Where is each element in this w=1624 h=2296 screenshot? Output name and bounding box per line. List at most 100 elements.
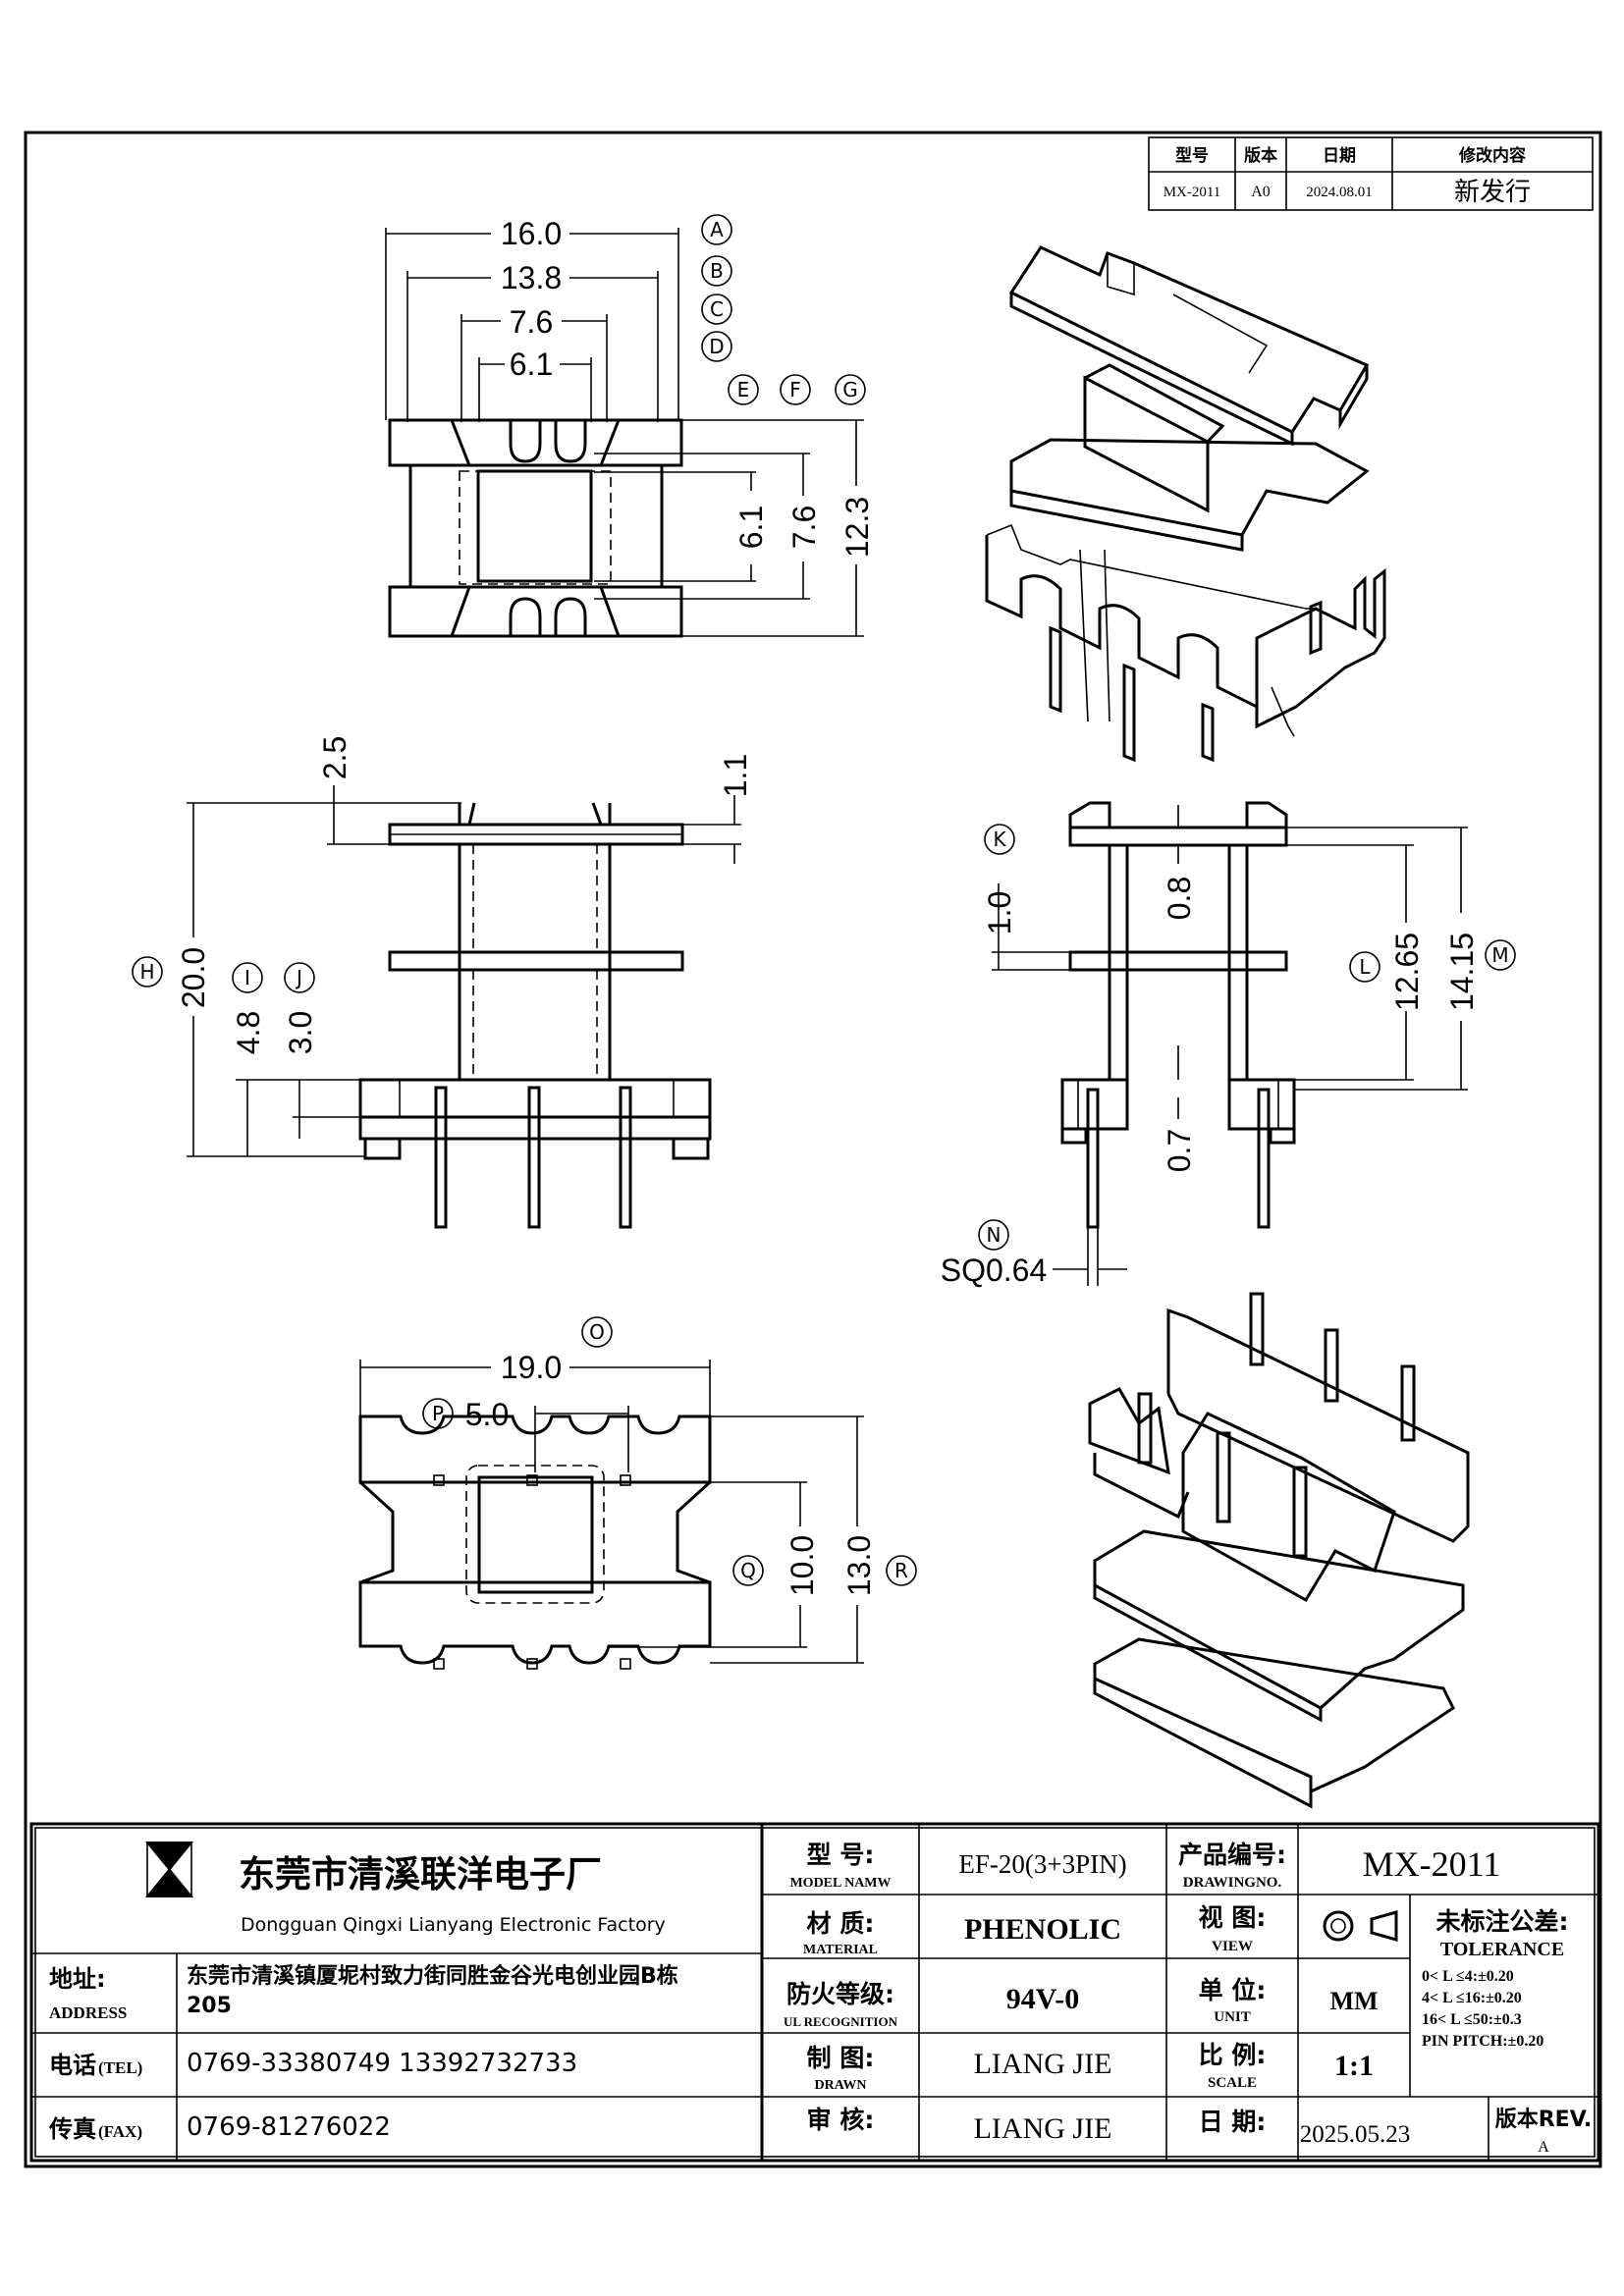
product-no-label-en: DRAWINGNO. xyxy=(1183,1875,1282,1891)
unit-value: MM xyxy=(1329,1987,1378,2015)
scale-label: 比 例: xyxy=(1199,2041,1267,2069)
dim-7-6: 7.6 xyxy=(510,304,553,340)
dim-10: 10.0 xyxy=(785,1535,820,1596)
callout-c: C xyxy=(710,297,724,321)
callout-l: L xyxy=(1359,955,1371,979)
tolerance-en: TOLERANCE xyxy=(1440,1939,1564,1960)
address-label-en: ADDRESS xyxy=(49,2003,127,2022)
rev-header-model: 型号 xyxy=(1175,145,1209,166)
date-value: 2025.05.23 xyxy=(1300,2121,1411,2148)
view-label: 视 图: xyxy=(1199,1903,1267,1932)
callout-m: M xyxy=(1491,943,1508,967)
callout-o: O xyxy=(589,1320,605,1344)
tolerance-line-1: 0< L ≤4:±0.20 xyxy=(1422,1968,1514,1985)
address-label: 地址: xyxy=(49,1965,106,1993)
fire-rating-value: 94V-0 xyxy=(1006,1983,1079,2015)
callout-h: H xyxy=(139,960,154,984)
bottom-view: 19.0 5.0 10.0 13.0 O P Q R xyxy=(358,1316,917,1670)
rev-header-version: 版本 xyxy=(1244,145,1277,166)
drawn-value: LIANG JIE xyxy=(974,2048,1112,2080)
model-value: EF-20(3+3PIN) xyxy=(958,1849,1126,1879)
callout-i: I xyxy=(244,966,250,989)
rev-label: 版本REV. xyxy=(1495,2108,1593,2132)
fax-label-en: (FAX) xyxy=(98,2122,142,2141)
dim-19: 19.0 xyxy=(501,1350,562,1385)
dim-1-1: 1.1 xyxy=(718,754,753,797)
dim-12-65: 12.65 xyxy=(1389,933,1425,1011)
tolerance-line-4: PIN PITCH:±0.20 xyxy=(1422,2033,1543,2050)
dim-1-0: 1.0 xyxy=(982,891,1017,934)
view-label-en: VIEW xyxy=(1212,1939,1253,1954)
callout-f: F xyxy=(789,378,801,401)
dim-13: 13.0 xyxy=(841,1535,877,1596)
side-view: 1.0 0.8 0.7 12.65 14.15 SQ0.64 K L M N xyxy=(941,801,1516,1288)
callout-d: D xyxy=(709,335,724,358)
dim-sq: SQ0.64 xyxy=(941,1253,1048,1288)
scale-label-en: SCALE xyxy=(1208,2075,1257,2091)
product-no-label: 产品编号: xyxy=(1178,1841,1286,1869)
sheet-border xyxy=(24,131,1602,2168)
dim-16: 16.0 xyxy=(501,216,562,251)
fire-rating-label: 防火等级: xyxy=(786,1980,894,2008)
revision-table: 型号 版本 日期 修改内容 MX-2011 A0 2024.08.01 新发行 xyxy=(1148,136,1594,211)
drawn-label-en: DRAWN xyxy=(815,2078,867,2093)
tel-label-en: (TEL) xyxy=(98,2058,142,2077)
rev-date: 2024.08.01 xyxy=(1306,185,1373,200)
rev-model: MX-2011 xyxy=(1164,185,1221,200)
title-block: 东莞市清溪联洋电子厂 Dongguan Qingxi Lianyang Elec… xyxy=(29,1822,1600,2163)
dim-14-15: 14.15 xyxy=(1444,933,1480,1011)
dim-v-6-1: 6.1 xyxy=(733,506,769,549)
model-label-en: MODEL NAMW xyxy=(789,1876,891,1891)
drawn-label: 制 图: xyxy=(807,2044,875,2072)
rev-version: A0 xyxy=(1251,184,1271,200)
fax-value: 0769-81276022 xyxy=(187,2112,391,2142)
tolerance-line-3: 16< L ≤50:±0.3 xyxy=(1422,2011,1522,2028)
dim-13-8: 13.8 xyxy=(501,260,562,295)
unit-label-en: UNIT xyxy=(1214,2009,1251,2025)
projection-circle-icon xyxy=(1323,1910,1354,1942)
scale-value: 1:1 xyxy=(1334,2050,1374,2082)
front-view: 20.0 2.5 1.1 4.8 3.0 H I J xyxy=(132,736,753,1229)
tolerance-line-2: 4< L ≤16:±0.20 xyxy=(1422,1990,1522,2006)
dim-0-8: 0.8 xyxy=(1162,877,1197,920)
callout-j: J xyxy=(295,966,302,989)
product-no-value: MX-2011 xyxy=(1363,1844,1501,1884)
callout-e: E xyxy=(737,378,750,401)
material-label: 材 质: xyxy=(807,1909,875,1938)
dim-5-0: 5.0 xyxy=(465,1397,509,1432)
callout-r: R xyxy=(894,1559,908,1582)
dim-0-7: 0.7 xyxy=(1162,1129,1197,1172)
unit-label: 单 位: xyxy=(1199,1976,1267,2004)
rev-header-change: 修改内容 xyxy=(1458,145,1526,166)
company-logo-icon xyxy=(144,1842,194,1897)
material-label-en: MATERIAL xyxy=(803,1943,878,1957)
fax-label: 传真 xyxy=(48,2115,96,2143)
approved-value: LIANG JIE xyxy=(974,2112,1112,2145)
projection-cone-icon xyxy=(1370,1910,1398,1942)
dim-v-12-3: 12.3 xyxy=(839,497,875,558)
rev-change: 新发行 xyxy=(1454,178,1531,207)
dim-4-8: 4.8 xyxy=(231,1011,266,1054)
tel-label: 电话 xyxy=(49,2052,96,2079)
rev-header-date: 日期 xyxy=(1323,146,1356,166)
dim-v-7-6: 7.6 xyxy=(786,506,822,549)
date-label: 日 期: xyxy=(1199,2108,1267,2136)
dim-6-1: 6.1 xyxy=(510,347,553,382)
model-label: 型 号: xyxy=(807,1841,875,1869)
tel-value: 0769-33380749 13392732733 xyxy=(187,2049,577,2078)
callout-p: P xyxy=(432,1402,444,1425)
dim-2-5: 2.5 xyxy=(317,736,352,779)
material-value: PHENOLIC xyxy=(964,1913,1121,1946)
company-name-en: Dongguan Qingxi Lianyang Electronic Fact… xyxy=(241,1914,666,1936)
fire-rating-label-en: UL RECOGNITION xyxy=(784,2014,898,2029)
callout-n: N xyxy=(987,1223,1001,1247)
address-line-1: 东莞市清溪镇厦坭村致力街同胜金谷光电创业园B栋 xyxy=(187,1963,678,1989)
dim-3-0: 3.0 xyxy=(283,1011,318,1054)
callout-k: K xyxy=(993,828,1006,851)
isometric-view-bottom xyxy=(1088,1292,1470,1809)
callout-q: Q xyxy=(740,1559,756,1582)
approved-label: 审 核: xyxy=(807,2106,875,2134)
callout-a: A xyxy=(710,218,724,241)
address-line-2: 205 xyxy=(187,1994,232,2018)
